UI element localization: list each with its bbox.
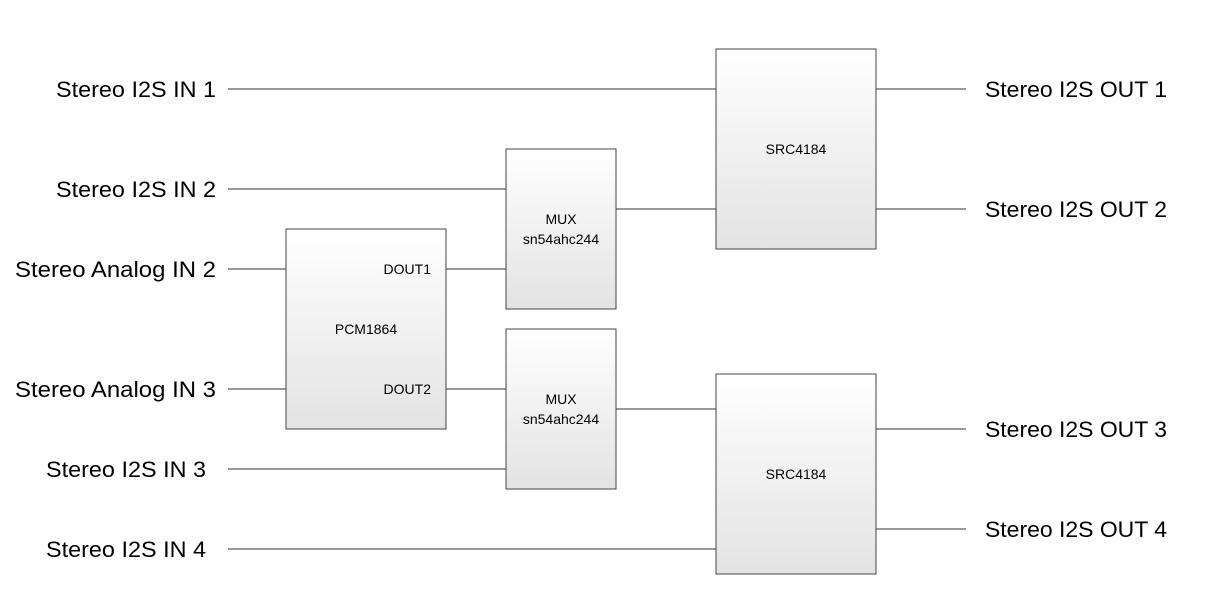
mux-2-label: MUX: [545, 391, 577, 407]
mux-block-1-body: [505, 148, 617, 310]
adc-block-body: [285, 228, 447, 430]
input-label-analog-in-3: Stereo Analog IN 3: [15, 377, 216, 402]
adc-pin-dout1: DOUT1: [384, 261, 432, 277]
adc-block: PCM1864 DOUT1 DOUT2: [285, 228, 447, 430]
output-label-i2s-out-1: Stereo I2S OUT 1: [985, 77, 1167, 102]
src-block-1-body: [715, 48, 877, 250]
mux-block-1: MUX sn54ahc244: [505, 148, 617, 310]
src-1-label: SRC4184: [766, 141, 827, 157]
output-label-i2s-out-3: Stereo I2S OUT 3: [985, 417, 1167, 442]
mux-block-2: MUX sn54ahc244: [505, 328, 617, 490]
src-block-1: SRC4184: [715, 48, 877, 250]
mux-1-label: MUX: [545, 211, 577, 227]
wires: [228, 88, 966, 550]
output-label-i2s-out-2: Stereo I2S OUT 2: [985, 197, 1167, 222]
adc-label: PCM1864: [335, 321, 397, 337]
adc-pin-dout2: DOUT2: [384, 381, 432, 397]
input-labels: Stereo I2S IN 1 Stereo I2S IN 2 Stereo A…: [15, 77, 216, 562]
src-block-2-body: [715, 373, 877, 575]
input-label-i2s-in-2: Stereo I2S IN 2: [56, 177, 216, 202]
src-2-label: SRC4184: [766, 466, 827, 482]
input-label-i2s-in-1: Stereo I2S IN 1: [56, 77, 216, 102]
input-label-i2s-in-4: Stereo I2S IN 4: [46, 537, 206, 562]
src-block-2: SRC4184: [715, 373, 877, 575]
output-labels: Stereo I2S OUT 1 Stereo I2S OUT 2 Stereo…: [985, 77, 1167, 542]
input-label-analog-in-2: Stereo Analog IN 2: [15, 257, 216, 282]
input-label-i2s-in-3: Stereo I2S IN 3: [46, 457, 206, 482]
mux-block-2-body: [505, 328, 617, 490]
output-label-i2s-out-4: Stereo I2S OUT 4: [985, 517, 1167, 542]
mux-1-part-number: sn54ahc244: [523, 231, 600, 247]
mux-2-part-number: sn54ahc244: [523, 411, 600, 427]
